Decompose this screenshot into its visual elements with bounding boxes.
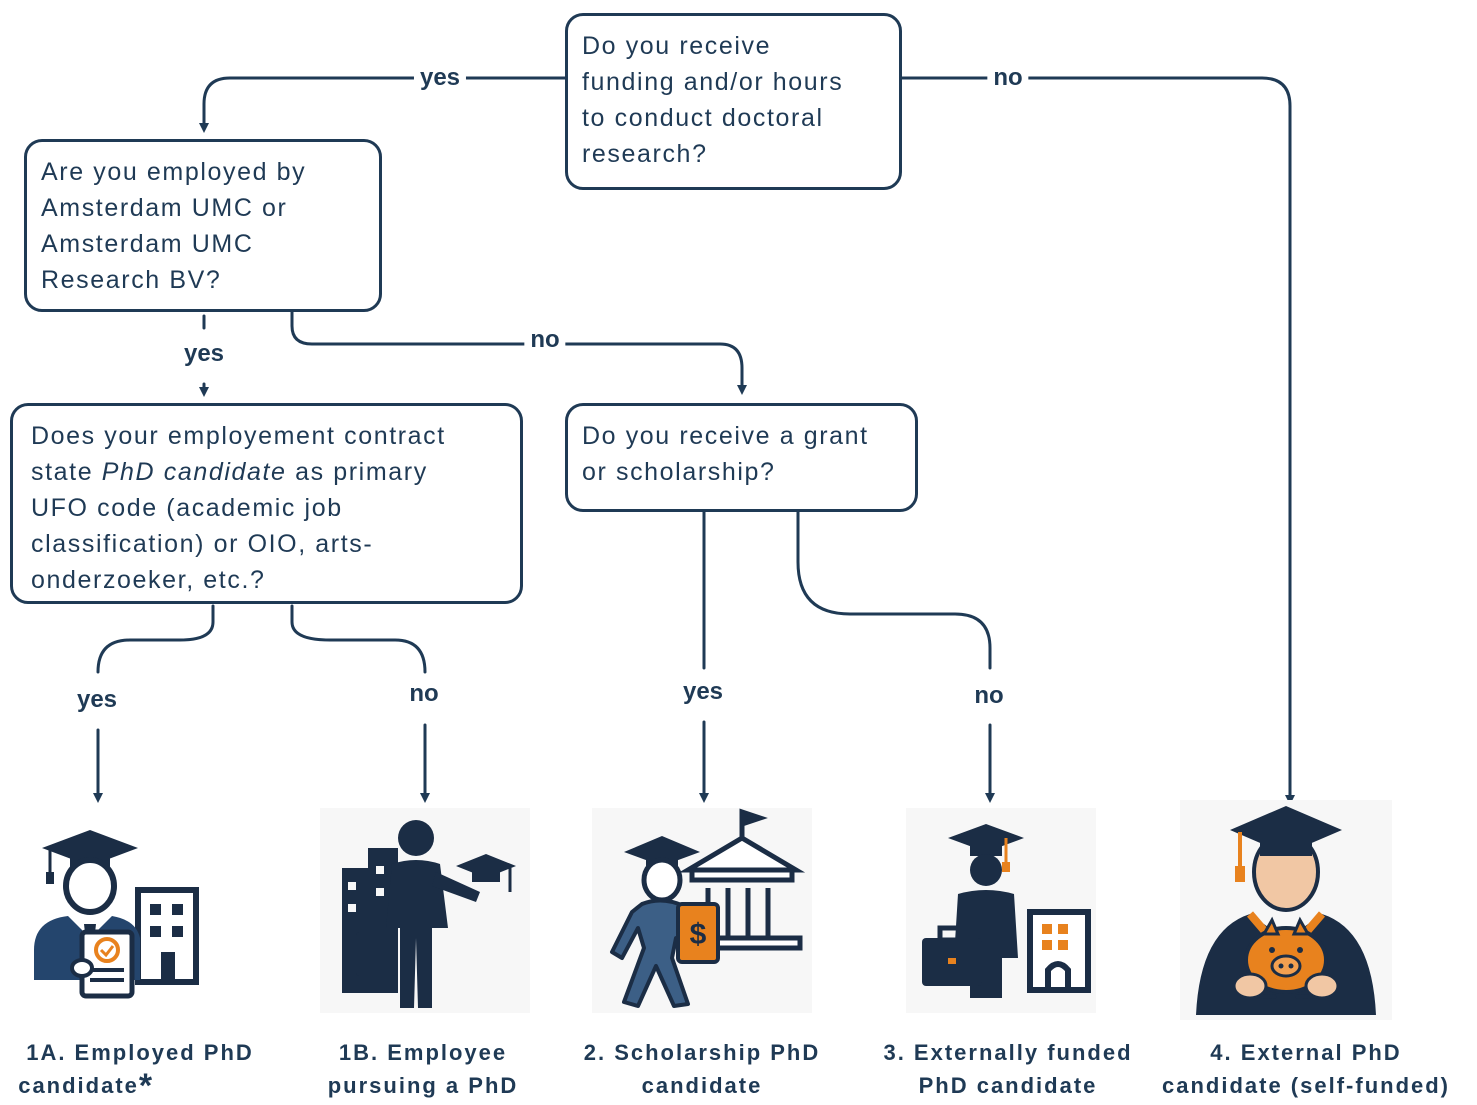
graduate-with-briefcase-and-building-icon bbox=[906, 808, 1096, 1013]
edge-label-q2-yes: yes bbox=[177, 340, 231, 368]
outcome-2-label: 2. Scholarship PhD candidate bbox=[584, 1036, 821, 1102]
question-contract-text: state bbox=[31, 458, 102, 486]
question-employment-line: Are you employed by bbox=[41, 158, 307, 186]
businessman-carrying-graduation-cap-icon bbox=[320, 808, 530, 1013]
student-with-scholarship-and-university-icon: $ bbox=[592, 808, 812, 1013]
question-contract-line: classification) or OIO, arts- bbox=[31, 530, 374, 558]
question-contract-line: state PhD candidate as primary bbox=[31, 454, 508, 490]
edge-label-q3-no: no bbox=[403, 680, 445, 708]
question-scholarship-line: Do you receive a grant bbox=[582, 422, 869, 450]
question-scholarship-line: or scholarship? bbox=[582, 458, 776, 486]
edge-label-q1-yes: yes bbox=[413, 64, 467, 92]
question-employment: Are you employed by Amsterdam UMC or Ams… bbox=[24, 139, 382, 312]
edge-label-q4-yes: yes bbox=[676, 678, 730, 706]
question-employment-line: Amsterdam UMC or bbox=[41, 194, 288, 222]
question-funding-line: to conduct doctoral bbox=[582, 104, 824, 132]
edge-label-q4-no: no bbox=[968, 682, 1010, 710]
outcome-label-line: pursuing a PhD bbox=[327, 1073, 519, 1098]
outcome-label-line: 1A. Employed PhD bbox=[26, 1040, 254, 1065]
graduate-with-contract-and-building-icon bbox=[34, 830, 199, 999]
outcome-label-line: 2. Scholarship PhD bbox=[583, 1040, 821, 1065]
edge-q4-no-upper bbox=[796, 510, 992, 670]
question-funding: Do you receive funding and/or hours to c… bbox=[565, 13, 902, 190]
outcome-label-line: 3. Externally funded bbox=[883, 1040, 1133, 1065]
outcome-label-line: candidate* bbox=[18, 1069, 254, 1103]
phd-candidate-emphasis: PhD candidate bbox=[101, 458, 287, 486]
graduate-holding-piggy-bank-icon bbox=[1180, 800, 1392, 1020]
question-contract-text: as primary bbox=[286, 458, 428, 486]
question-funding-line: funding and/or hours bbox=[582, 68, 844, 96]
edge-q3-no-upper bbox=[290, 604, 427, 674]
outcome-label-line: 1B. Employee bbox=[338, 1040, 508, 1065]
outcome-1b-label: 1B. Employee pursuing a PhD bbox=[328, 1036, 519, 1102]
outcome-1a-label: 1A. Employed PhD candidate* bbox=[18, 1036, 254, 1103]
svg-text:$: $ bbox=[690, 918, 707, 951]
edge-q2-no bbox=[290, 310, 747, 395]
question-scholarship: Do you receive a grant or scholarship? bbox=[565, 403, 918, 512]
edge-q1-no bbox=[898, 76, 1295, 805]
outcome-label-line: 4. External PhD bbox=[1210, 1040, 1402, 1065]
question-contract-line: Does your employement contract bbox=[31, 422, 446, 450]
outcome-label-line: candidate (self-funded) bbox=[1161, 1073, 1451, 1098]
question-employment-line: Research BV? bbox=[41, 266, 222, 294]
question-contract: Does your employement contract state PhD… bbox=[10, 403, 523, 604]
edge-label-q3-yes: yes bbox=[70, 686, 124, 714]
outcome-label-text: candidate bbox=[18, 1073, 139, 1098]
asterisk-footnote-marker: * bbox=[138, 1067, 153, 1105]
question-contract-line: UFO code (academic job bbox=[31, 494, 343, 522]
question-employment-line: Amsterdam UMC bbox=[41, 230, 254, 258]
question-contract-line: onderzoeker, etc.? bbox=[31, 566, 266, 594]
outcome-3-label: 3. Externally funded PhD candidate bbox=[883, 1036, 1132, 1102]
edge-label-q2-no: no bbox=[524, 326, 566, 354]
edge-q1-yes bbox=[199, 76, 569, 133]
outcome-4-label: 4. External PhD candidate (self-funded) bbox=[1162, 1036, 1450, 1102]
outcome-label-line: candidate bbox=[641, 1073, 763, 1098]
edge-q3-yes-upper bbox=[96, 604, 215, 674]
question-funding-line: Do you receive bbox=[582, 32, 772, 60]
outcome-label-line: PhD candidate bbox=[918, 1073, 1098, 1098]
question-funding-line: research? bbox=[582, 140, 708, 168]
edge-label-q1-no: no bbox=[987, 64, 1029, 92]
